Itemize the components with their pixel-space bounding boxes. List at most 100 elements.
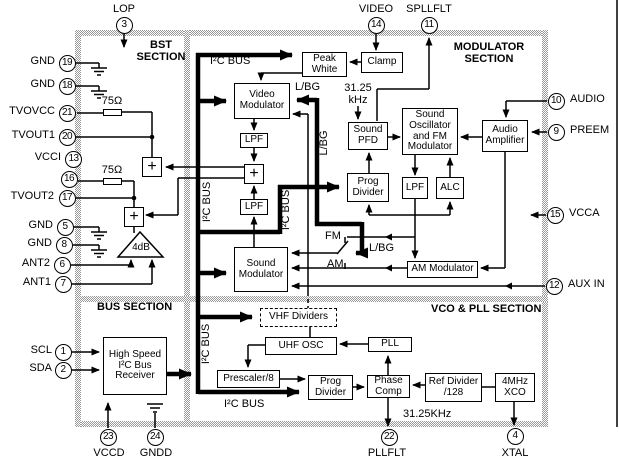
pin-7-label: ANT1 [22, 276, 51, 288]
pin-8-gnd: 8 [55, 236, 73, 254]
pin-14-video: 14 [367, 16, 385, 34]
block-adder-tvout2: + [124, 207, 144, 227]
pin-11-label: SPLLFLT [406, 3, 452, 15]
block-ref-divider: Ref Divider /128 [425, 373, 482, 402]
block-i2c-receiver: High Speed I²C Bus Receiver [103, 337, 167, 395]
block-sound-modulator: Sound Modulator [234, 247, 288, 292]
pin-19-label: GND [30, 55, 55, 67]
pin-18-gnd: 18 [58, 77, 76, 95]
pin-13-vcci: 13 [65, 150, 82, 168]
pin-6-label: ANT2 [21, 257, 50, 269]
label-i2c-bus-v3: I²C BUS [200, 323, 213, 365]
label-i2c-bus-v1: I²C BUS [201, 181, 214, 223]
frame-left [75, 30, 81, 427]
label-lbg-top: L/BG [295, 81, 321, 93]
frame-bottom [75, 421, 548, 427]
block-alc: ALC [436, 177, 464, 199]
section-title-bus: BUS SECTION [97, 301, 173, 313]
section-title-vco-pll: VCO & PLL SECTION [431, 303, 542, 315]
section-title-bst: BST SECTION [136, 39, 186, 63]
block-vhf-dividers: VHF Dividers [260, 308, 337, 327]
resistor-75ohm-1 [103, 109, 122, 116]
pin-21-label: TVOVCC [9, 105, 55, 117]
pin-5-label: GND [28, 219, 53, 231]
block-adder-tvout1: + [142, 157, 162, 177]
pin-17-tvout2: 17 [58, 189, 76, 207]
pin-13-label: VCCI [34, 151, 61, 163]
label-am: AM [327, 258, 344, 270]
frame-right [542, 30, 548, 427]
resistor-75ohm-2 [103, 178, 122, 185]
pin-1-label: SCL [30, 344, 52, 356]
pin-16: 16 [60, 170, 78, 188]
frame-divider-vertical [184, 30, 190, 427]
pin-15-label: VCCA [569, 207, 600, 219]
block-lpf-3: LPF [402, 177, 428, 199]
block-xco: 4MHz XCO [495, 373, 535, 402]
label-75ohm-2: 75Ω [101, 164, 123, 176]
pin-7-ant1: 7 [54, 275, 72, 293]
block-lpf-1: LPF [240, 133, 268, 148]
junctions-and-midarrows [116, 134, 512, 290]
label-75ohm-1: 75Ω [101, 95, 123, 107]
pin-6-ant2: 6 [53, 256, 71, 274]
label-31-25khz-pll: 31.25KHz [403, 408, 452, 420]
block-peak-white: Peak White [302, 52, 347, 77]
label-31-25-khz: 31.25 kHz [344, 82, 372, 106]
thin-wires [71, 0, 618, 428]
pin-12-auxin: 12 [545, 277, 563, 295]
pin-3-lop: 3 [115, 16, 133, 34]
pin-8-label: GND [27, 237, 52, 249]
pin-22-label: PLLFLT [367, 447, 407, 459]
block-sound-pfd: Sound PFD [348, 122, 388, 150]
block-clamp: Clamp [361, 52, 403, 73]
pin-10-audio: 10 [547, 92, 565, 110]
pin-18-label: GND [30, 78, 55, 90]
pin-24-gndd: 24 [146, 428, 164, 446]
pin-20-label: TVOUT1 [11, 129, 55, 141]
label-lbg-vertical: L/BG [318, 130, 331, 156]
block-am-modulator: AM Modulator [407, 261, 478, 278]
pin-14-label: VIDEO [358, 3, 394, 15]
label-i2c-bus-bottom: I²C BUS [224, 398, 265, 410]
block-audio-amplifier: Audio Amplifier [482, 120, 528, 152]
pin-4-label: XTAL [501, 447, 529, 459]
pin-9-label: PREEM [570, 124, 610, 136]
block-video-modulator: Video Modulator [234, 83, 290, 119]
pin-2-sda: 2 [54, 361, 72, 379]
pin-17-label: TVOUT2 [10, 190, 54, 202]
block-sound-oscillator: Sound Oscillator and FM Modulator [402, 108, 458, 155]
label-i2c-bus-v2: I²C BUS [280, 189, 293, 231]
label-fm: FM [325, 230, 341, 242]
block-prog-divider-pll: Prog Divider [308, 375, 353, 400]
block-prog-divider-mod: Prog Divider [347, 173, 389, 202]
label-lbg-switch: L/BG [369, 242, 395, 254]
pin-21-tvovcc: 21 [58, 104, 76, 122]
block-lpf-2: LPF [240, 199, 268, 215]
block-prescaler: Prescaler/8 [217, 370, 280, 388]
block-phase-comp: Phase Comp [367, 375, 410, 398]
pin-12-label: AUX IN [568, 278, 605, 290]
frame-divider-horizontal [75, 296, 548, 302]
pin-20-tvout1: 20 [58, 128, 76, 146]
pin-19-gnd: 19 [58, 54, 76, 72]
section-title-modulator: MODULATOR SECTION [453, 41, 525, 65]
block-pll: PLL [368, 337, 412, 352]
pin-10-label: AUDIO [570, 93, 605, 105]
block-uhf-osc: UHF OSC [265, 337, 337, 355]
pin-3-label: LOP [112, 3, 136, 15]
pin-23-label: VCCD [93, 447, 125, 459]
block-adder-modulator: + [244, 164, 264, 184]
pin-11-spllflt: 11 [420, 16, 438, 34]
pin-4-xtal: 4 [506, 427, 524, 445]
pin-1-scl: 1 [54, 343, 72, 361]
pin-23-vccd: 23 [99, 428, 117, 446]
pin-2-label: SDA [29, 362, 52, 374]
pin-22-pllflt: 22 [380, 428, 398, 446]
pin-24-label: GNDD [139, 447, 173, 459]
pin-9-preem: 9 [547, 123, 565, 141]
pin-5-gnd: 5 [56, 218, 74, 236]
label-4db: 4dB [132, 242, 150, 253]
